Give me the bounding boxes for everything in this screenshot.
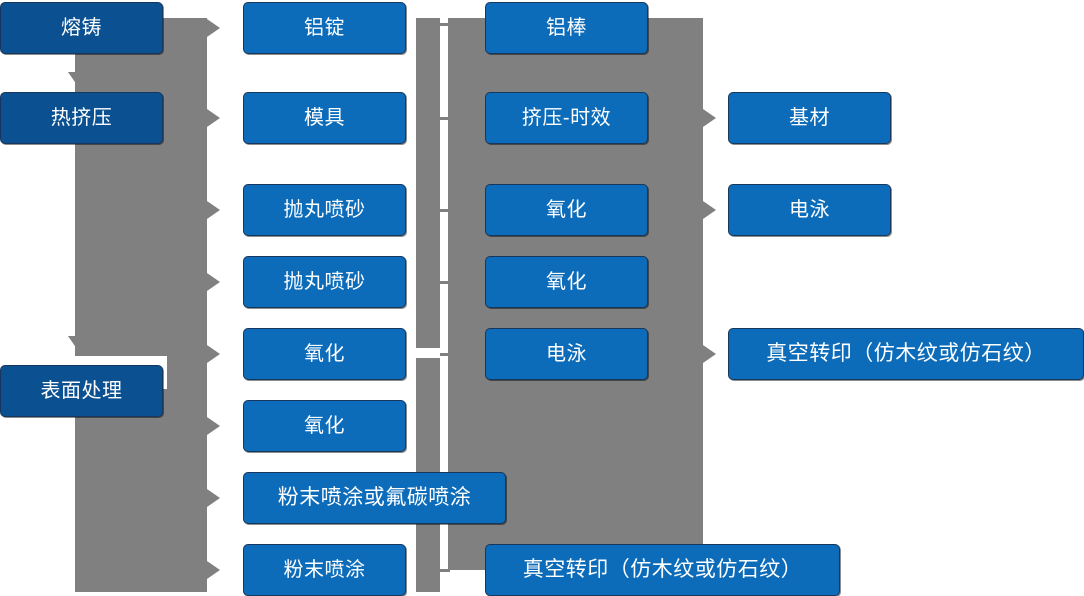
col2-shot-blasting-1[interactable]: 抛丸喷砂 (243, 184, 406, 236)
tie-2 (440, 117, 450, 120)
col3-electrophoresis-label: 电泳 (546, 343, 587, 365)
col3-electrophoresis[interactable]: 电泳 (485, 328, 648, 380)
col3-oxidation-1[interactable]: 氧化 (485, 184, 648, 236)
arrow-to-col2-2 (207, 109, 220, 127)
connector-surface-stub (163, 389, 207, 392)
arrow-to-col2-6 (207, 417, 220, 435)
col3-oxidation-1-label: 氧化 (546, 199, 587, 221)
col3-aluminum-rod-label: 铝棒 (546, 17, 587, 39)
col2-shot-blasting-2[interactable]: 抛丸喷砂 (243, 256, 406, 308)
col2-oxidation-2-label: 氧化 (304, 415, 345, 437)
connector-rail-upper (416, 18, 440, 348)
col2-mold[interactable]: 模具 (243, 92, 406, 144)
arrow-to-col2-1 (207, 19, 220, 37)
col3-oxidation-2[interactable]: 氧化 (485, 256, 648, 308)
col2-aluminum-ingot[interactable]: 铝锭 (243, 2, 406, 54)
arrow-to-col2-3 (207, 201, 220, 219)
stage-hot-extrusion-label: 热挤压 (50, 107, 113, 129)
arrow-down-melt-to-extrusion (68, 72, 86, 85)
col4-vacuum-transfer-label: 真空转印（仿木纹或仿石纹） (766, 342, 1046, 366)
col4-electrophoresis[interactable]: 电泳 (728, 184, 891, 236)
col3-vacuum-transfer[interactable]: 真空转印（仿木纹或仿石纹） (485, 544, 840, 596)
col3-aluminum-rod[interactable]: 铝棒 (485, 2, 648, 54)
arrow-to-col2-7 (207, 489, 220, 507)
arrow-to-col4-2 (703, 201, 716, 219)
tie-6 (440, 569, 450, 572)
col4-base-material[interactable]: 基材 (728, 92, 891, 144)
arrow-to-col2-8 (207, 561, 220, 579)
tie-5 (440, 353, 450, 356)
col2-powder-or-fluorocarbon-label: 粉末喷涂或氟碳喷涂 (277, 486, 472, 510)
col2-powder-coating[interactable]: 粉末喷涂 (243, 544, 406, 596)
col2-oxidation-1-label: 氧化 (304, 343, 345, 365)
stage-melt-cast-label: 熔铸 (61, 17, 102, 39)
arrow-to-col4-3 (703, 345, 716, 363)
col2-powder-or-fluorocarbon[interactable]: 粉末喷涂或氟碳喷涂 (243, 472, 506, 524)
col3-extrusion-aging-label: 挤压-时效 (521, 107, 612, 129)
col4-base-material-label: 基材 (789, 107, 830, 129)
col3-oxidation-2-label: 氧化 (546, 271, 587, 293)
col2-shot-blasting-2-label: 抛丸喷砂 (283, 271, 366, 293)
col2-oxidation-1[interactable]: 氧化 (243, 328, 406, 380)
stage-surface-treatment[interactable]: 表面处理 (0, 365, 163, 417)
stage-hot-extrusion[interactable]: 热挤压 (0, 92, 163, 144)
tie-3 (440, 209, 450, 212)
col2-oxidation-2[interactable]: 氧化 (243, 400, 406, 452)
col2-powder-coating-label: 粉末喷涂 (283, 559, 366, 581)
arrow-to-col2-5 (207, 345, 220, 363)
stage-surface-treatment-label: 表面处理 (40, 380, 123, 402)
col2-mold-label: 模具 (304, 107, 345, 129)
col3-extrusion-aging[interactable]: 挤压-时效 (485, 92, 648, 144)
col4-vacuum-transfer[interactable]: 真空转印（仿木纹或仿石纹） (728, 328, 1084, 380)
col4-electrophoresis-label: 电泳 (789, 199, 830, 221)
arrow-down-extrusion-to-surface (68, 336, 86, 349)
arrow-to-col4-1 (703, 109, 716, 127)
tie-4 (440, 281, 450, 284)
col2-shot-blasting-1-label: 抛丸喷砂 (283, 199, 366, 221)
arrow-to-col2-4 (207, 273, 220, 291)
tie-1 (440, 23, 450, 26)
stage-melt-cast[interactable]: 熔铸 (0, 2, 163, 54)
col3-vacuum-transfer-label: 真空转印（仿木纹或仿石纹） (522, 558, 803, 582)
col2-aluminum-ingot-label: 铝锭 (304, 17, 345, 39)
